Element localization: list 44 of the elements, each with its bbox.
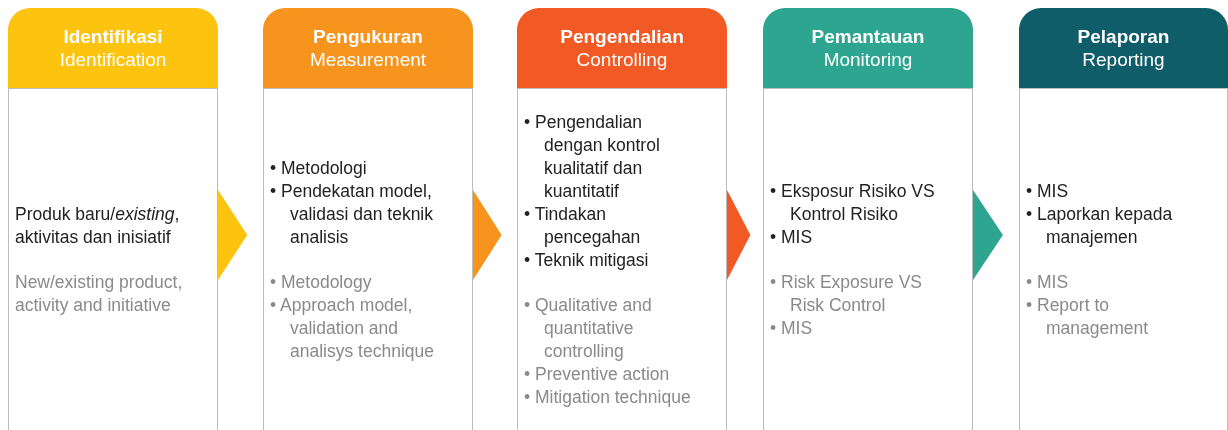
bullet-item: • MIS [770,316,814,340]
stage-header [763,8,973,88]
stage-header [263,8,473,88]
stage-panel [263,88,473,430]
stage-subtitle: Measurement [309,48,427,71]
stage-subtitle: Monitoring [823,48,913,71]
chevron-arrow [473,190,502,280]
stage-header [1019,8,1228,88]
stage-subtitle: Reporting [1082,48,1165,71]
bullet-item: • MIS [770,225,814,249]
stage-subtitle: Identification [59,48,167,71]
panel-text: New/existing product, activity and initiative [15,270,184,317]
bullet-item: • Risk Exposure VS Risk Control [770,270,923,317]
panel-text: Produk baru/existing, aktivitas dan inisiatif [15,202,181,249]
bullet-item: • Pengendalian dengan kontrol kualitatif dan kuantitatif [524,110,661,203]
stage-panel [1019,88,1228,430]
bullet-item: • Teknik mitigasi [524,248,650,272]
bullet-item: • Eksposur Risiko VS Kontrol Risiko [770,179,936,226]
bullet-item: • Approach model, validation and analisys technique [270,293,435,363]
stage-title: Pemantauan [811,25,925,48]
stage-panel [763,88,973,430]
stage-panel [8,88,218,430]
chevron-arrow [727,190,751,280]
stage-title: Pengendalian [560,25,684,48]
stage-title: Identifikasi [63,25,163,48]
stage-title: Pelaporan [1077,25,1170,48]
chevron-arrow [218,190,248,280]
bullet-item: • Qualitative and quantitative controlling [524,293,653,363]
stage-subtitle: Controlling [576,48,668,71]
bullet-item: • Laporkan kepada manajemen [1026,202,1174,249]
bullet-item: • Metodology [270,270,373,294]
bullet-item: • Tindakan pencegahan [524,202,642,249]
stage-title: Pengukuran [313,25,423,48]
bullet-item: • Pendekatan model, validasi dan teknik analisis [270,179,434,249]
stage-header [517,8,727,88]
bullet-item: • MIS [1026,270,1070,294]
bullet-item: • Preventive action [524,362,671,386]
stage-panel [517,88,727,430]
chevron-arrow [973,190,1003,280]
stage-header [8,8,218,88]
bullet-item: • Mitigation technique [524,385,692,409]
bullet-item: • MIS [1026,179,1070,203]
bullet-item: • Metodologi [270,156,368,180]
bullet-item: • Report to management [1026,293,1150,340]
